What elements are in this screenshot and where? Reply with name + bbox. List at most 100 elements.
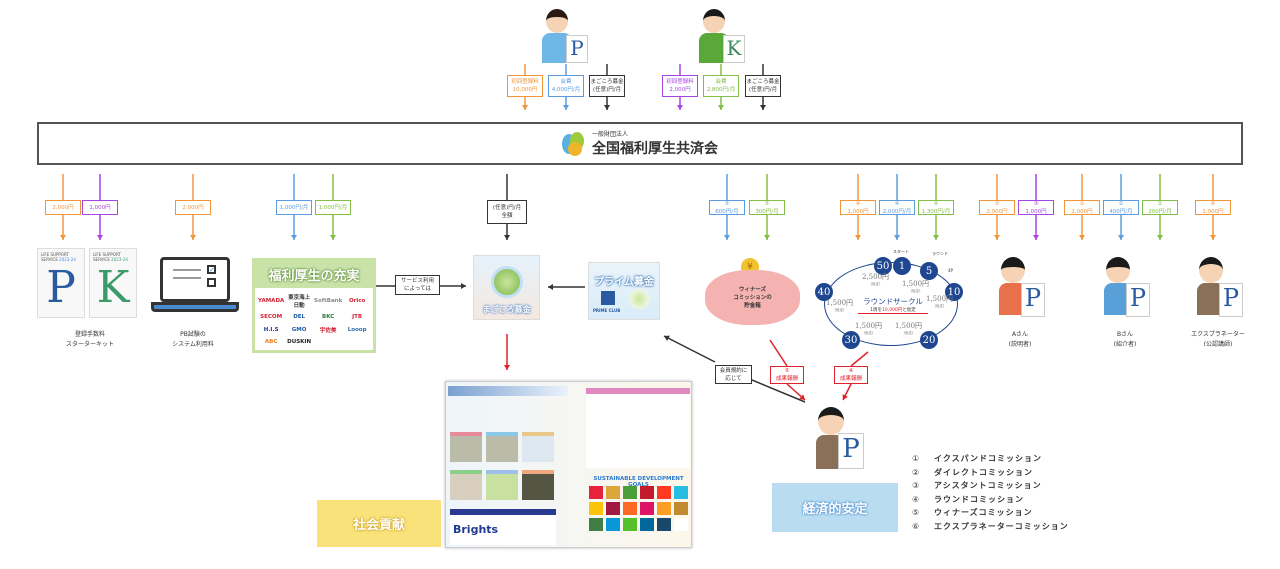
arrowhead-icon (842, 394, 848, 400)
round-node: 30 (842, 331, 860, 349)
p-booklet-icon: P (1219, 283, 1243, 317)
pb-caption: PB試験のシステム利用料 (172, 331, 214, 348)
connector-line (663, 335, 716, 363)
organization-banner: 一般財団法人 全国福利厚生共済会 (37, 122, 1243, 165)
man-icon (703, 9, 725, 33)
partner-logo: ABC (264, 339, 278, 346)
round-circle-title: ラウンドサークル (863, 297, 923, 306)
amount-box: 1,000円/月 (276, 200, 312, 215)
member-man: K (697, 5, 749, 65)
partner-logo: GMO (291, 326, 307, 333)
sdg-tile (640, 518, 654, 531)
sdg-tile (623, 502, 637, 515)
arrowhead-icon (461, 283, 466, 289)
round-node: 20 (920, 331, 938, 349)
brights-logo: Brights (453, 523, 499, 536)
arrowhead-icon (718, 105, 724, 110)
partner-logo: Orico (348, 297, 366, 304)
person-1: P (995, 255, 1047, 321)
arrowhead-icon (504, 235, 510, 240)
arrowhead-icon (994, 235, 1000, 240)
fee-box: まごころ募金(任意)円/月 (589, 75, 625, 97)
arrowhead-icon (522, 105, 528, 110)
membership-rules-tag: 会員規約に応じて (715, 365, 752, 384)
arrowhead-icon (1210, 235, 1216, 240)
round-value: 1,500円(仮定) (926, 295, 954, 309)
amount-box: (任意)円/月全額 (487, 200, 527, 224)
organization-title: 全国福利厚生共済会 (592, 141, 718, 157)
arrowhead-icon (330, 235, 336, 240)
arrowhead-icon (724, 235, 730, 240)
service-usage-tag: サービス利用によっては (395, 275, 440, 295)
round-node: 5 (920, 262, 938, 280)
partner-logo: 宇佐美 (319, 327, 337, 334)
piggy-bank: ウィナーズコミッションの貯金箱 (705, 270, 800, 325)
magokoro-fund-image: まごころ募金 (473, 255, 540, 320)
sdg-tile (674, 518, 688, 531)
partner-logo: Looop (347, 326, 367, 333)
round-node: 40 (815, 283, 833, 301)
woman-icon (546, 9, 568, 33)
round-value: 1,500円(仮定) (855, 322, 883, 336)
organization-logo-icon (562, 131, 586, 156)
amount-box: 1,000円 (82, 200, 118, 215)
partner-logo: SoftBank (314, 297, 343, 304)
arrowhead-icon (190, 235, 196, 240)
connector-line (786, 383, 806, 401)
economic-stability-label: 経済的安定 (772, 483, 898, 532)
social-contribution-poster: Brights SUSTAINABLE DEVELOPMENT GOALS (445, 381, 692, 548)
person-icon (1199, 257, 1223, 283)
p-booklet-icon: P (838, 433, 864, 469)
welfare-title: 福利厚生の充実 (268, 269, 360, 284)
arrowhead-icon (894, 235, 900, 240)
sdg-tile (623, 518, 637, 531)
partner-logo: YAMADA (258, 297, 285, 304)
amount-box: 2,000円 (175, 200, 211, 215)
person-caption: Aさん(説明者) (1008, 331, 1032, 348)
prime-club-logo-icon (601, 291, 615, 305)
sdg-tile (674, 502, 688, 515)
arrowhead-icon (504, 365, 510, 370)
sdg-tile (606, 502, 620, 515)
sdgs-logo: SUSTAINABLE DEVELOPMENT GOALS (593, 476, 684, 488)
person-caption: エクスプラネーター(公認講師) (1191, 331, 1245, 348)
arrowhead-icon (291, 235, 297, 240)
arrowhead-icon (548, 284, 553, 290)
member-woman: P (540, 5, 590, 65)
arrowhead-icon (97, 235, 103, 240)
explainer-man: P (810, 405, 868, 473)
sdg-tile (606, 518, 620, 531)
laptop-checklist-icon: ✓ (160, 257, 230, 302)
arrowhead-icon (664, 335, 670, 341)
partner-logo: SECOM (260, 314, 283, 321)
connector-line (850, 351, 869, 367)
partner-logo: DEL (293, 314, 306, 321)
arrowhead-icon (760, 105, 766, 110)
person-3: P (1193, 255, 1245, 321)
partner-logo: BKC (322, 314, 335, 321)
organization-subtitle: 一般財団法人 (592, 131, 629, 138)
arrowhead-icon (764, 235, 770, 240)
sdg-tile (623, 486, 637, 499)
person-icon (1106, 257, 1130, 283)
arrowhead-icon (1157, 235, 1163, 240)
round-value: 1,500円(仮定) (895, 322, 923, 336)
